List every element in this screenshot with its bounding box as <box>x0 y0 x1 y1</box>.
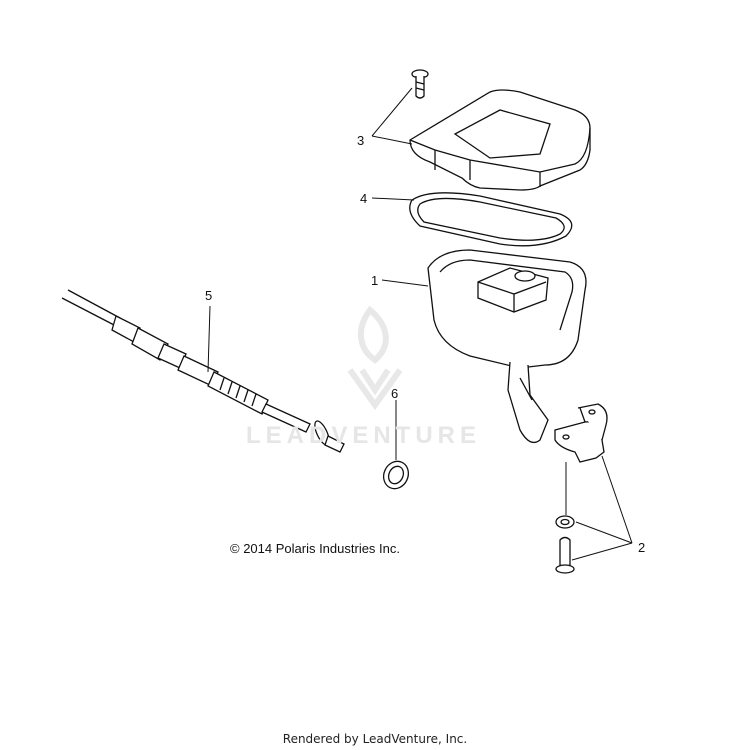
gasket <box>409 192 573 247</box>
callout-2: 2 <box>638 540 645 555</box>
washer <box>555 515 575 529</box>
o-ring <box>382 460 410 490</box>
push-rod-cable <box>61 289 345 453</box>
rendered-by-footer: Rendered by LeadVenture, Inc. <box>282 732 468 746</box>
copyright-notice: © 2014 Polaris Industries Inc. <box>230 541 400 556</box>
callout-4: 4 <box>360 191 367 206</box>
leader-lines <box>207 87 633 561</box>
callout-5: 5 <box>205 288 212 303</box>
cover-screw <box>411 69 429 99</box>
handlebar-clamp <box>554 403 608 463</box>
leadventure-watermark-logo <box>347 305 403 411</box>
callout-6: 6 <box>391 386 398 401</box>
callout-1: 1 <box>371 273 378 288</box>
callout-3: 3 <box>357 133 364 148</box>
watermark-text: LEADVENTURE <box>246 422 482 449</box>
clamp-bolt <box>555 536 575 574</box>
reservoir-cover <box>409 89 591 191</box>
master-cylinder-body <box>427 249 587 444</box>
